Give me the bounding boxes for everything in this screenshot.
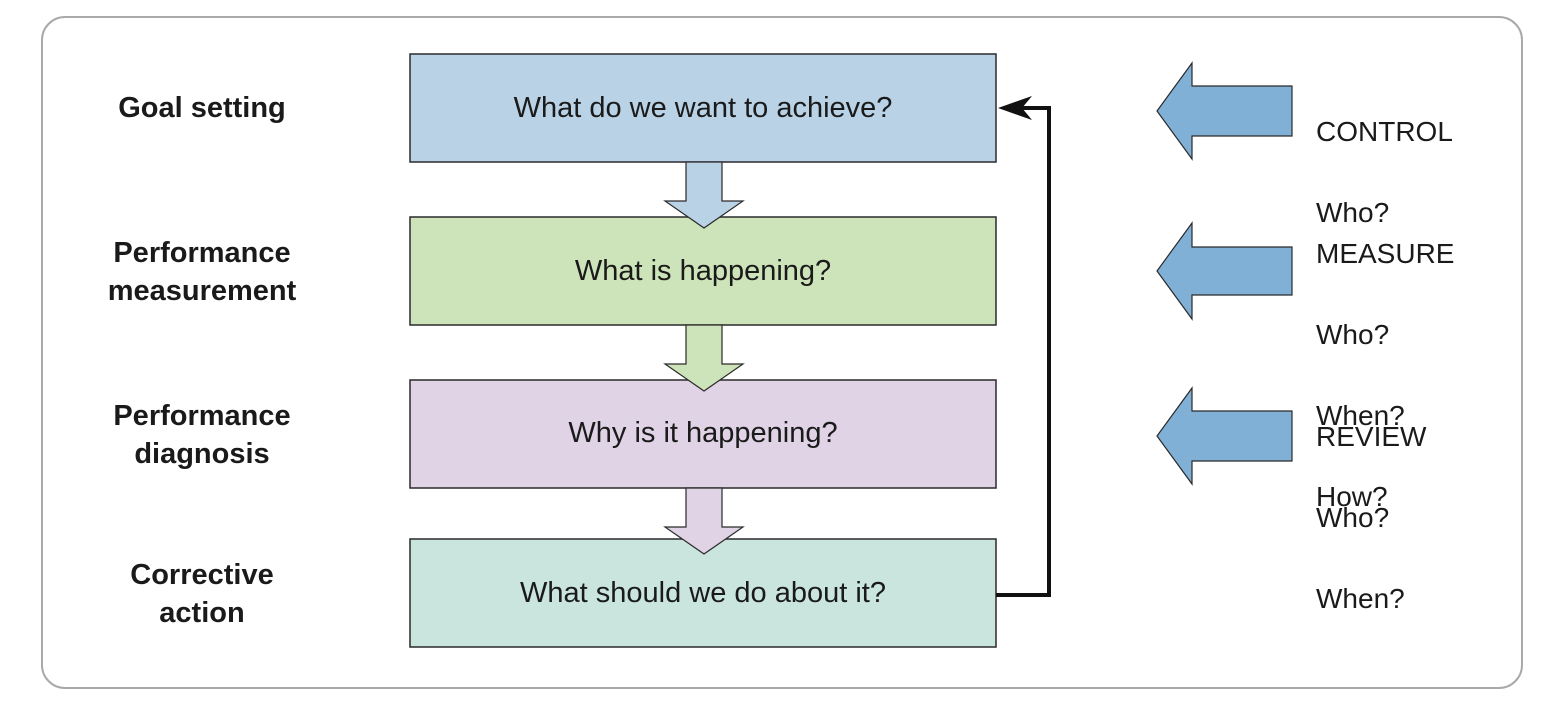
block-arrow-down-icon [663, 324, 745, 392]
stage-question-performance-measurement: What is happening? [574, 255, 832, 287]
stage-question-performance-diagnosis: Why is it happening? [568, 417, 838, 449]
block-arrow-down-icon [663, 161, 745, 229]
side-note-line: When? [1316, 399, 1405, 431]
side-note-line: Who? [1316, 196, 1390, 228]
stage-box-goal-setting [409, 53, 997, 163]
block-arrow-down-icon [663, 487, 745, 555]
side-note-line: Who? [1316, 318, 1390, 350]
side-note-title: REVIEW [1316, 420, 1427, 452]
stage-label-performance-diagnosis: Performance diagnosis [113, 400, 291, 470]
side-note-line: When? [1316, 582, 1405, 614]
side-note-title: MEASURE [1316, 237, 1455, 269]
stage-label-performance-measurement: Performance measurement [107, 237, 297, 307]
block-arrow-left-icon [1156, 221, 1293, 321]
side-note-title: CONTROL [1316, 115, 1453, 147]
side-note-review: REVIEW Who? When? [1316, 376, 1426, 660]
block-arrow-left-icon [1156, 61, 1293, 161]
block-arrow-left-icon [1156, 386, 1293, 486]
feedback-loop-arrow-icon [996, 106, 1051, 597]
diagram-frame [41, 16, 1523, 689]
stage-label-corrective-action: Corrective action [130, 559, 274, 629]
side-note-measure: MEASURE Who? When? How? [1316, 193, 1454, 558]
stage-question-goal-setting: What do we want to achieve? [513, 92, 893, 124]
stage-label-goal-setting: Goal setting [118, 92, 286, 124]
stage-box-corrective-action [409, 538, 997, 648]
side-note-control: CONTROL Who? [1316, 71, 1453, 274]
stage-question-corrective-action: What should we do about it? [520, 577, 886, 609]
stage-box-performance-measurement [409, 216, 997, 326]
feedback-arrowhead-icon [998, 96, 1032, 120]
side-note-line: How? [1316, 480, 1388, 512]
side-note-line: Who? [1316, 501, 1390, 533]
